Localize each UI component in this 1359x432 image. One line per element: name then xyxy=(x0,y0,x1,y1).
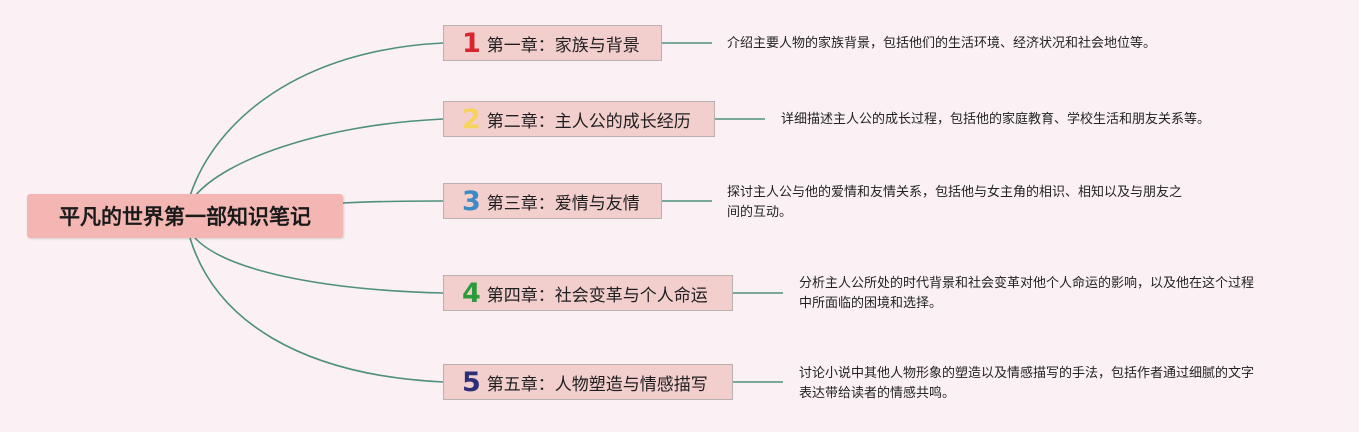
chapter-node-5[interactable]: 5 第五章：人物塑造与情感描写 xyxy=(443,364,733,400)
chapter-number-1: 1 xyxy=(462,27,481,59)
root-topic[interactable]: 平凡的世界第一部知识笔记 xyxy=(27,194,343,238)
chapter-title-3: 第三章：爱情与友情 xyxy=(486,193,640,214)
chapter-node-4[interactable]: 4 第四章：社会变革与个人命运 xyxy=(443,275,733,311)
branch-line-5 xyxy=(189,237,444,383)
description-line: 探讨主人公与他的爱情和友情关系，包括他与女主角的相识、相知以及与朋友之 xyxy=(727,185,1183,200)
chapter-number-5: 5 xyxy=(462,366,481,398)
chapter-description-5: 讨论小说中其他人物形象的塑造以及情感描写的手法，包括作者通过细腻的文字 表达带给… xyxy=(799,364,1254,404)
description-line: 详细描述主人公的成长过程，包括他的家庭教育、学校生活和朋友关系等。 xyxy=(781,112,1211,127)
branch-line-4 xyxy=(194,237,444,294)
chapter-title-1: 第一章：家族与背景 xyxy=(486,35,640,56)
description-line: 分析主人公所处的时代背景和社会变革对他个人命运的影响，以及他在这个过程 xyxy=(799,276,1255,291)
branch-line-2 xyxy=(194,118,444,197)
description-line: 间的互动。 xyxy=(727,205,793,220)
chapter-description-4: 分析主人公所处的时代背景和社会变革对他个人命运的影响，以及他在这个过程 中所面临… xyxy=(799,274,1254,314)
description-line: 讨论小说中其他人物形象的塑造以及情感描写的手法，包括作者通过细腻的文字 xyxy=(799,366,1255,381)
description-line: 中所面临的困境和选择。 xyxy=(799,296,943,311)
chapter-node-2[interactable]: 2 第二章：主人公的成长经历 xyxy=(443,101,715,137)
chapter-description-1: 介绍主要人物的家族背景，包括他们的生活环境、经济状况和社会地位等。 xyxy=(727,34,1156,54)
chapter-node-1[interactable]: 1 第一章：家族与背景 xyxy=(443,25,662,61)
root-title: 平凡的世界第一部知识笔记 xyxy=(59,205,311,229)
chapter-title-2: 第二章：主人公的成长经历 xyxy=(486,111,691,132)
chapter-node-3[interactable]: 3 第三章：爱情与友情 xyxy=(443,183,662,219)
chapter-title-4: 第四章：社会变革与个人命运 xyxy=(486,285,708,306)
chapter-description-2: 详细描述主人公的成长过程，包括他的家庭教育、学校生活和朋友关系等。 xyxy=(781,110,1210,130)
chapter-title-5: 第五章：人物塑造与情感描写 xyxy=(486,374,708,395)
chapter-description-3: 探讨主人公与他的爱情和友情关系，包括他与女主角的相识、相知以及与朋友之 间的互动… xyxy=(727,183,1182,223)
chapter-number-4: 4 xyxy=(462,277,481,309)
description-line: 介绍主要人物的家族背景，包括他们的生活环境、经济状况和社会地位等。 xyxy=(727,36,1157,51)
branch-line-1 xyxy=(189,42,444,197)
branch-line-3 xyxy=(342,200,444,204)
chapter-number-2: 2 xyxy=(462,103,481,135)
description-line: 表达带给读者的情感共鸣。 xyxy=(799,386,956,401)
chapter-number-3: 3 xyxy=(462,185,481,217)
